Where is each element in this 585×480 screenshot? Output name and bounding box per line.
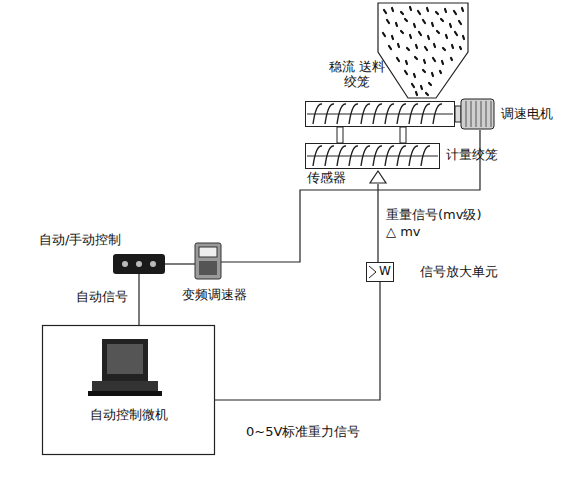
load-sensor: 传感器 <box>369 170 387 184</box>
node-label: 稳流 送料绞笼 <box>325 59 389 89</box>
hopper <box>378 3 468 98</box>
control-computer: 自动控制微机 <box>42 325 215 455</box>
node-label: W <box>379 264 391 279</box>
wire-label: 重量信号(mv级) <box>386 207 482 222</box>
node-label: 变频调速器 <box>182 287 247 302</box>
linkage-bar <box>400 127 406 143</box>
linkage-bar <box>337 127 343 143</box>
auto-manual-switch: 自动/手动控制 <box>113 254 165 274</box>
motor-shape <box>455 98 495 130</box>
metering-screw-conveyor-shape <box>305 143 440 169</box>
wire-label: 0~5V标准重力信号 <box>246 424 360 439</box>
signal-wire <box>138 274 139 325</box>
inverter-shape <box>195 243 221 279</box>
metering-screw-conveyor: 计量绞笼 <box>305 143 440 169</box>
node-label: 调速电机 <box>501 106 553 121</box>
node-label: 计量绞笼 <box>446 147 498 162</box>
control-computer-shape <box>42 325 215 455</box>
signal-wire <box>165 263 195 264</box>
node-label: 信号放大单元 <box>420 264 498 279</box>
feed-screw-conveyor: 稳流 送料绞笼 <box>305 101 455 127</box>
inverter: 变频调速器 <box>195 243 221 279</box>
load-sensor-shape <box>369 170 387 184</box>
amplifier-box: W信号放大单元 <box>366 262 394 282</box>
wire-label: 自动信号 <box>76 289 128 304</box>
signal-wire <box>221 130 480 262</box>
node-label: 自动/手动控制 <box>39 232 121 247</box>
node-label: 自动控制微机 <box>42 407 215 422</box>
signal-wire <box>377 184 378 262</box>
auto-manual-switch-shape <box>113 254 165 274</box>
feed-screw-conveyor-shape <box>305 101 455 127</box>
signal-label: △ mv <box>386 224 421 239</box>
hopper-material <box>383 7 464 95</box>
motor: 调速电机 <box>455 98 495 130</box>
node-label: 传感器 <box>307 170 346 185</box>
